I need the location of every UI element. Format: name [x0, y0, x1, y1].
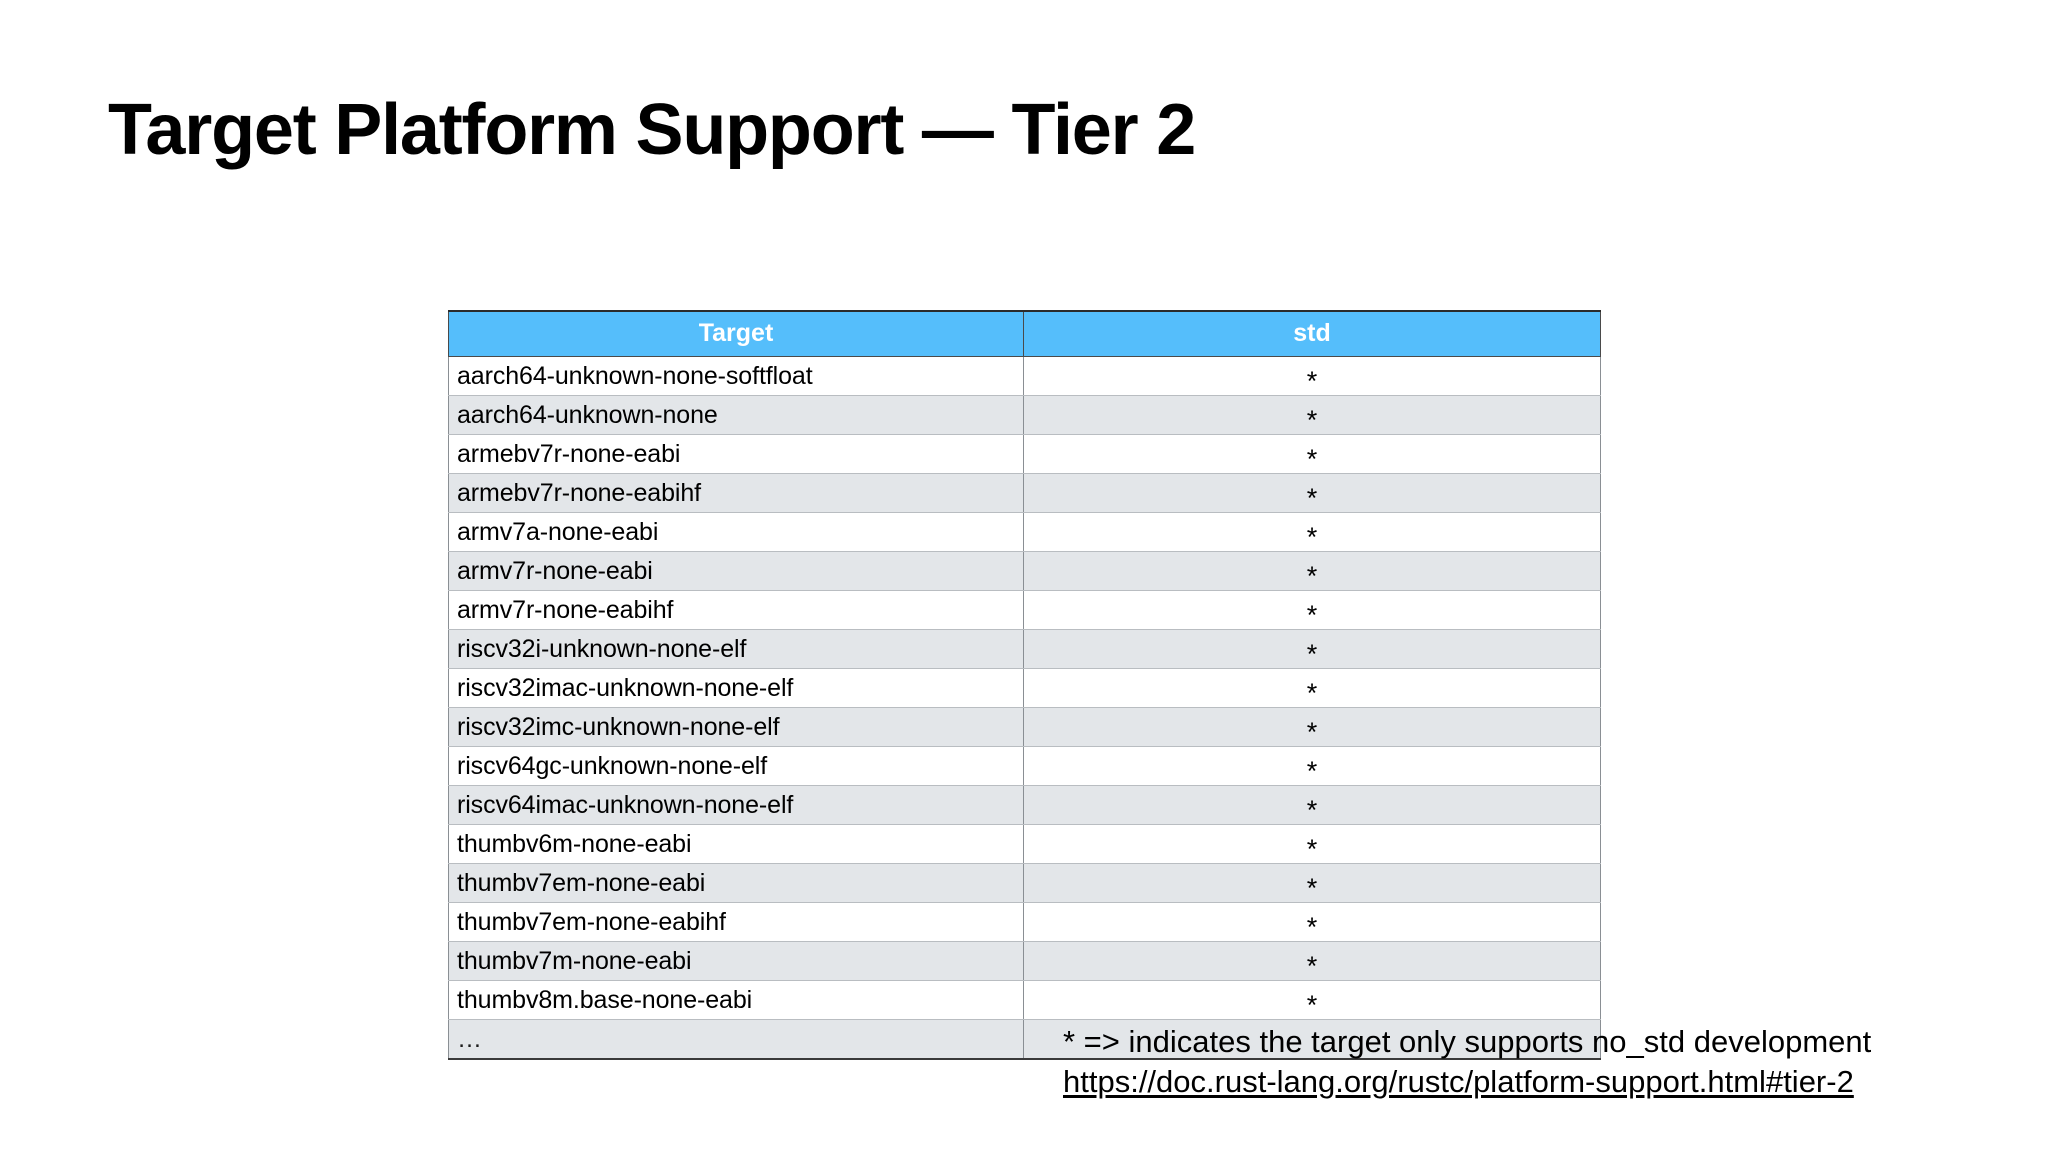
cell-target: armv7r-none-eabi	[448, 551, 1024, 591]
cell-std: *	[1023, 629, 1601, 669]
page-title: Target Platform Support — Tier 2	[108, 90, 1196, 170]
no-std-asterisk: *	[1306, 794, 1318, 825]
no-std-asterisk: *	[1306, 716, 1318, 747]
cell-std: *	[1023, 590, 1601, 630]
table-row: riscv32imc-unknown-none-elf *	[448, 707, 1601, 747]
no-std-asterisk: *	[1306, 989, 1318, 1020]
no-std-asterisk: *	[1306, 482, 1318, 513]
no-std-asterisk: *	[1306, 599, 1318, 630]
cell-target: thumbv7em-none-eabi	[448, 863, 1024, 903]
no-std-asterisk: *	[1306, 833, 1318, 864]
cell-target: armv7r-none-eabihf	[448, 590, 1024, 630]
cell-target: thumbv8m.base-none-eabi	[448, 980, 1024, 1020]
cell-std: *	[1023, 824, 1601, 864]
cell-target: riscv64imac-unknown-none-elf	[448, 785, 1024, 825]
table-header: Target std	[448, 310, 1601, 357]
column-header-target: Target	[448, 310, 1024, 357]
cell-std: *	[1023, 746, 1601, 786]
cell-std: *	[1023, 668, 1601, 708]
table-row: …	[448, 1019, 1601, 1060]
cell-std: *	[1023, 395, 1601, 435]
cell-target: armebv7r-none-eabi	[448, 434, 1024, 474]
cell-std: *	[1023, 551, 1601, 591]
no-std-asterisk: *	[1306, 365, 1318, 396]
cell-target: armv7a-none-eabi	[448, 512, 1024, 552]
table-header-row: Target std	[448, 310, 1601, 357]
cell-std	[1023, 1019, 1601, 1060]
no-std-asterisk: *	[1306, 950, 1318, 981]
cell-std: *	[1023, 707, 1601, 747]
cell-target: aarch64-unknown-none-softfloat	[448, 356, 1024, 396]
table-row: riscv32imac-unknown-none-elf *	[448, 668, 1601, 708]
platform-support-link[interactable]: https://doc.rust-lang.org/rustc/platform…	[1063, 1063, 1854, 1099]
no-std-asterisk: *	[1306, 560, 1318, 591]
no-std-asterisk: *	[1306, 521, 1318, 552]
table-row: armv7r-none-eabi *	[448, 551, 1601, 591]
no-std-asterisk: *	[1306, 443, 1318, 474]
cell-target: armebv7r-none-eabihf	[448, 473, 1024, 513]
no-std-asterisk: *	[1306, 404, 1318, 435]
cell-target: …	[448, 1019, 1024, 1060]
cell-std: *	[1023, 980, 1601, 1020]
table-row: armebv7r-none-eabi *	[448, 434, 1601, 474]
cell-target: riscv32imac-unknown-none-elf	[448, 668, 1024, 708]
table-row: armv7r-none-eabihf *	[448, 590, 1601, 630]
table-row: armebv7r-none-eabihf *	[448, 473, 1601, 513]
table-row: thumbv6m-none-eabi *	[448, 824, 1601, 864]
table-row: armv7a-none-eabi *	[448, 512, 1601, 552]
table-row: aarch64-unknown-none *	[448, 395, 1601, 435]
table-row: aarch64-unknown-none-softfloat *	[448, 356, 1601, 396]
table-row: thumbv8m.base-none-eabi *	[448, 980, 1601, 1020]
cell-std: *	[1023, 356, 1601, 396]
cell-target: riscv64gc-unknown-none-elf	[448, 746, 1024, 786]
platform-support-table: Target std aarch64-unknown-none-softfloa…	[448, 310, 1601, 1060]
cell-std: *	[1023, 473, 1601, 513]
no-std-asterisk: *	[1306, 677, 1318, 708]
table-row: riscv32i-unknown-none-elf *	[448, 629, 1601, 669]
cell-target: aarch64-unknown-none	[448, 395, 1024, 435]
cell-target: riscv32i-unknown-none-elf	[448, 629, 1024, 669]
cell-std: *	[1023, 902, 1601, 942]
table-row: riscv64imac-unknown-none-elf *	[448, 785, 1601, 825]
cell-target: thumbv6m-none-eabi	[448, 824, 1024, 864]
column-header-std: std	[1023, 310, 1601, 357]
table-row: thumbv7em-none-eabi *	[448, 863, 1601, 903]
no-std-asterisk: *	[1306, 911, 1318, 942]
cell-target: riscv32imc-unknown-none-elf	[448, 707, 1024, 747]
cell-std: *	[1023, 512, 1601, 552]
table-row: thumbv7m-none-eabi *	[448, 941, 1601, 981]
table-body: aarch64-unknown-none-softfloat*aarch64-u…	[448, 356, 1601, 1060]
cell-std: *	[1023, 785, 1601, 825]
cell-std: *	[1023, 941, 1601, 981]
cell-target: thumbv7m-none-eabi	[448, 941, 1024, 981]
no-std-asterisk: *	[1306, 872, 1318, 903]
no-std-asterisk: *	[1306, 638, 1318, 669]
cell-std: *	[1023, 434, 1601, 474]
table-row: thumbv7em-none-eabihf *	[448, 902, 1601, 942]
cell-std: *	[1023, 863, 1601, 903]
footnotes: * => indicates the target only supports …	[1063, 1022, 1871, 1101]
footnote-legend: * => indicates the target only supports …	[1063, 1024, 1872, 1059]
table-row: riscv64gc-unknown-none-elf *	[448, 746, 1601, 786]
no-std-asterisk: *	[1306, 755, 1318, 786]
cell-target: thumbv7em-none-eabihf	[448, 902, 1024, 942]
